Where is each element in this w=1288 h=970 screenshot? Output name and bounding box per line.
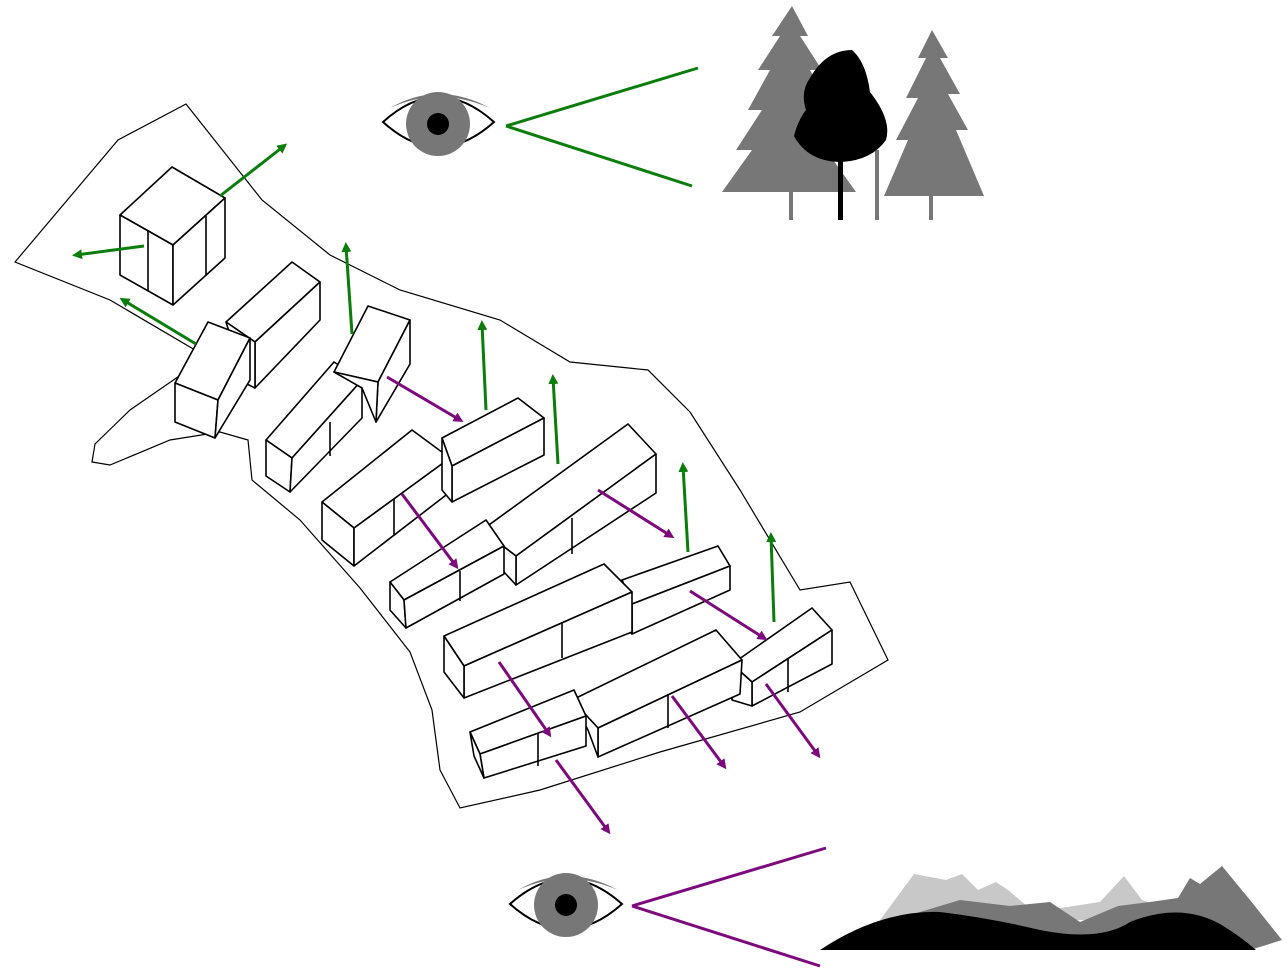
mountain-view-arrow [764, 683, 821, 759]
eye-icon-bottom [508, 873, 624, 937]
forest-view-arrow [678, 462, 690, 553]
building-block [265, 361, 363, 493]
building-block [571, 629, 743, 758]
building-block [441, 397, 545, 503]
building-block [389, 519, 505, 629]
building-block [321, 429, 451, 567]
mountain-view-arrow [689, 589, 768, 641]
forest-view-arrow [219, 143, 288, 198]
mountain-view-arrow [597, 488, 675, 539]
mountain-sight-lines [631, 846, 827, 968]
building-block [469, 689, 587, 779]
forest-view-arrow [477, 320, 488, 411]
mountain-view-arrow [554, 759, 611, 835]
forest-view-arrow [341, 242, 354, 335]
building-block [731, 607, 833, 707]
mountain-silhouette-icon [820, 866, 1282, 950]
building-block [333, 305, 411, 423]
building-cube [119, 166, 226, 306]
eye-icon-top [381, 92, 496, 156]
trees-icon [722, 6, 984, 220]
site-boundary [14, 103, 889, 809]
mountain-view-arrows [386, 375, 821, 835]
forest-view-arrows [72, 143, 777, 623]
mountain-view-arrow [386, 375, 464, 423]
buildings [119, 166, 833, 779]
forest-sight-lines [505, 66, 699, 188]
building-block [174, 321, 251, 439]
forest-view-arrow [548, 374, 560, 465]
building-block [621, 545, 731, 635]
mountain-view-arrow [497, 661, 552, 738]
forest-view-arrow [119, 297, 197, 346]
mountain-view-arrow [400, 493, 459, 570]
forest-view-arrow [766, 532, 777, 623]
mountain-view-arrow [670, 695, 727, 770]
forest-view-arrow [72, 244, 145, 260]
